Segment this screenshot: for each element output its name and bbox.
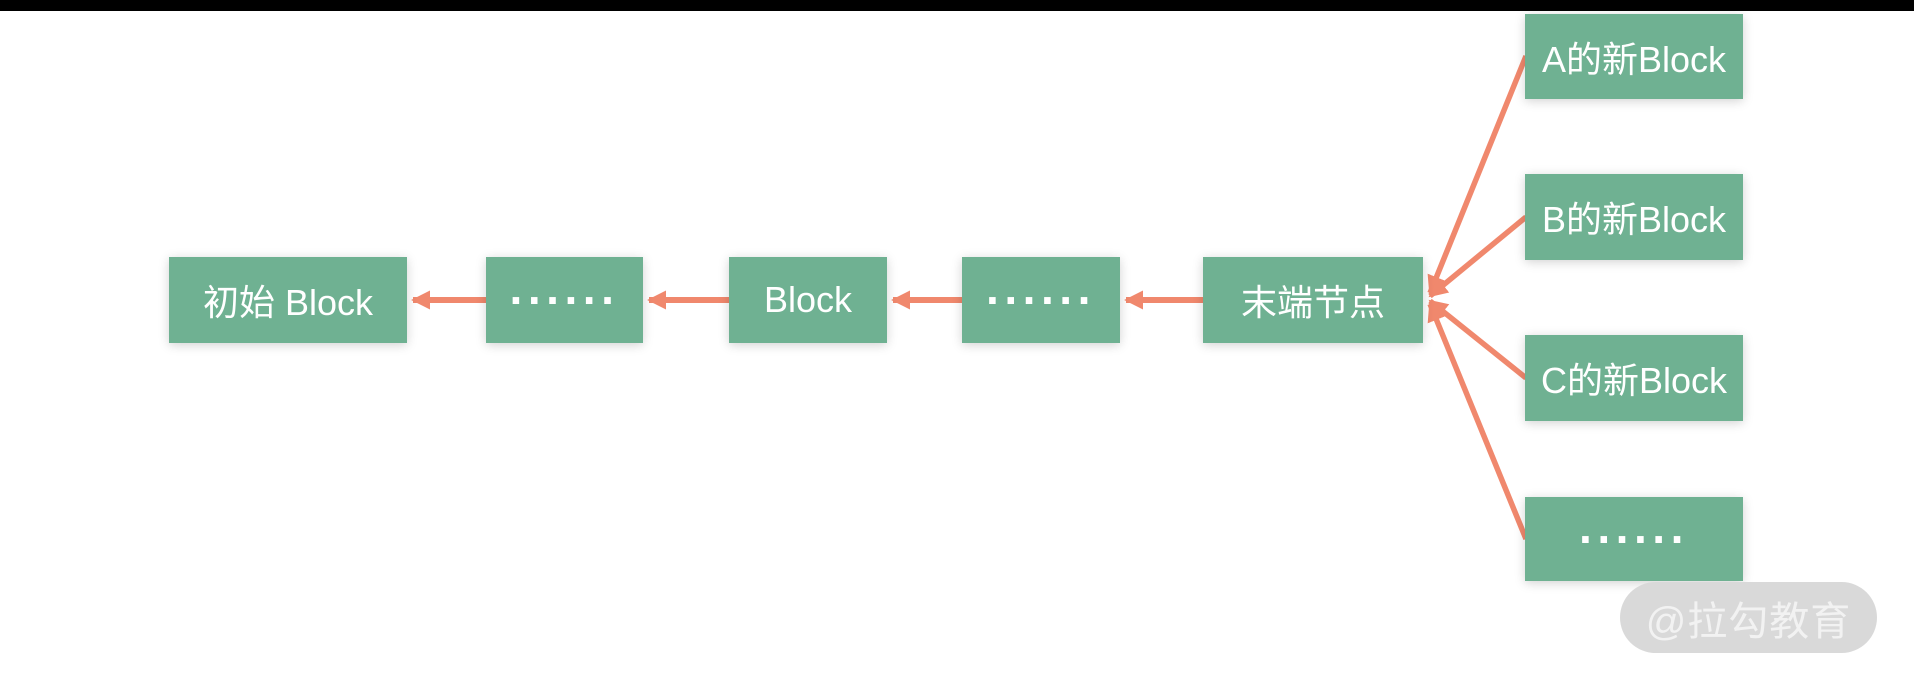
arrow-new-dots-to-terminal xyxy=(1427,302,1529,541)
watermark-badge: @拉勾教育 xyxy=(1620,582,1877,653)
node-new-block-a: A的新Block xyxy=(1525,14,1743,99)
arrow-new-c-to-terminal xyxy=(1428,298,1528,381)
node-new-block-c: C的新Block xyxy=(1525,335,1743,421)
node-ellipsis-1: ······ xyxy=(486,257,643,343)
node-initial-block: 初始 Block xyxy=(169,257,407,343)
node-ellipsis-2: ······ xyxy=(962,257,1120,343)
arrow-new-a-to-terminal xyxy=(1427,54,1529,295)
node-new-block-ellipsis: ······ xyxy=(1525,497,1743,581)
node-block: Block xyxy=(729,257,887,343)
node-new-block-b: B的新Block xyxy=(1525,174,1743,260)
arrow-new-b-to-terminal xyxy=(1428,214,1528,299)
node-terminal: 末端节点 xyxy=(1203,257,1423,343)
top-black-bar xyxy=(0,0,1914,11)
